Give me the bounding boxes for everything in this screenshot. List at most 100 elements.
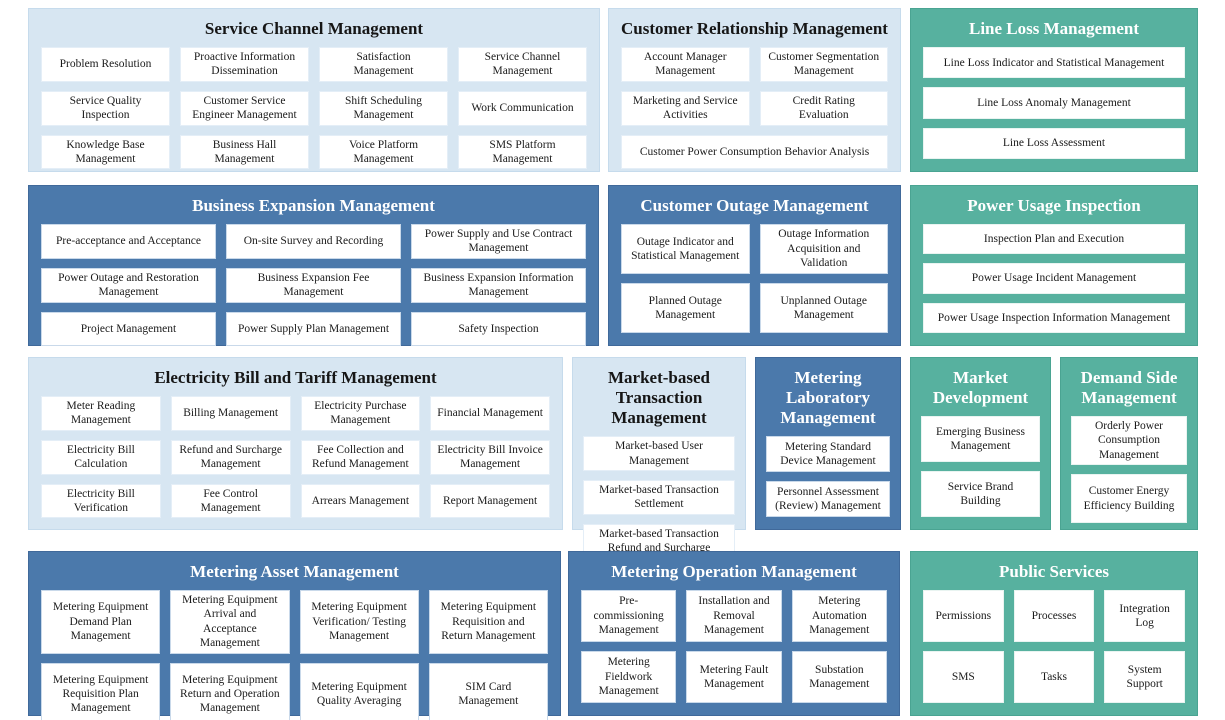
module-item: Personnel Assessment (Review) Management [766,481,890,517]
panel-title: Metering Operation Management [611,562,857,581]
module-item: Metering Equipment Quality Averaging [299,662,419,720]
module-item: Work Communication [458,90,587,126]
module-item: Metering Equipment Requisition Plan Mana… [41,662,161,720]
panel-business-expansion-management: Business Expansion Management Pre-accept… [28,185,599,347]
panel-items: Pre-acceptance and Acceptance On-site Sur… [41,224,586,347]
module-item: Power Usage Inspection Information Manag… [923,302,1185,333]
panel-title: Electricity Bill and Tariff Management [154,368,437,387]
module-item: Financial Management [430,396,550,431]
module-item: Proactive Information Dissemination [180,47,309,82]
module-item: Outage Information Acquisition and Valid… [759,224,888,275]
module-item: Processes [1013,590,1095,643]
module-item: Power Outage and Restoration Management [41,267,216,303]
module-item: Planned Outage Management [621,283,750,333]
module-item: Metering Equipment Arrival and Acceptanc… [170,590,290,654]
module-item: Substation Management [791,651,887,703]
module-item: Customer Service Engineer Management [180,90,309,126]
panel-title: Line Loss Management [969,19,1139,38]
module-item: Account Manager Management [621,47,750,82]
module-item: Emerging Business Management [921,416,1040,463]
panel-title: Customer Outage Management [640,196,869,215]
module-item: Problem Resolution [41,47,170,82]
module-item: Billing Management [170,396,291,431]
module-item: Market-based Transaction Settlement [583,479,735,515]
panel-items: Meter Reading Management Billing Manageme… [41,396,550,519]
module-item: Power Supply and Use Contract Management [411,224,586,259]
module-item: Knowledge Base Management [41,134,170,170]
module-item: Outage Indicator and Statistical Managem… [621,224,750,275]
module-item: Business Hall Management [180,134,309,170]
panel-electricity-bill-and-tariff-management: Electricity Bill and Tariff Management M… [28,357,563,530]
panel-service-channel-management: Service Channel Management Problem Resol… [28,8,600,172]
panel-title: Public Services [998,562,1109,581]
panel-title: Power Usage Inspection [967,196,1141,215]
module-item: Metering Equipment Requisition and Retur… [428,590,548,654]
module-item: Arrears Management [300,483,421,519]
panel-title: Market-based Transaction Management [608,368,710,428]
panel-customer-relationship-management: Customer Relationship Management Account… [608,8,901,172]
module-item: Metering Fieldwork Management [581,651,677,703]
module-item: Marketing and Service Activities [621,90,750,126]
panel-line-loss-management: Line Loss Management Line Loss Indicator… [910,8,1198,172]
panel-title: Demand Side Management [1080,368,1178,408]
module-item: Electricity Purchase Management [300,396,421,431]
panel-metering-asset-management: Metering Asset Management Metering Equip… [28,551,561,720]
module-item: Voice Platform Management [319,134,448,170]
module-item: Shift Scheduling Management [319,90,448,126]
module-item: Service Quality Inspection [41,90,170,126]
module-item: Market-based User Management [583,436,735,471]
panel-title: Metering Asset Management [190,562,399,581]
panel-demand-side-management: Demand Side Management Orderly Power Con… [1060,357,1198,530]
module-item: Metering Automation Management [791,590,887,643]
module-item: Service Channel Management [458,47,587,82]
module-item: Customer Energy Efficiency Building [1071,474,1187,524]
module-item: Line Loss Anomaly Management [923,87,1185,119]
module-item: Pre-acceptance and Acceptance [41,224,216,259]
panel-title: Market Development [932,368,1029,408]
panel-title: Metering Laboratory Management [780,368,876,428]
module-item: Customer Segmentation Management [759,47,888,82]
module-item: Pre-commissioning Management [581,590,677,643]
module-item: Project Management [41,311,216,347]
module-item: Unplanned Outage Management [759,283,888,333]
module-item: Credit Rating Evaluation [759,90,888,126]
module-item: Metering Standard Device Management [766,436,890,473]
module-item: Satisfaction Management [319,47,448,82]
panel-title: Service Channel Management [204,19,424,38]
panel-items: Problem Resolution Proactive Information … [41,47,587,170]
panel-market-development: Market Development Emerging Business Man… [910,357,1051,530]
panel-metering-laboratory-management: Metering Laboratory Management Metering … [755,357,901,530]
panel-items: Metering Equipment Demand Plan Managemen… [41,590,548,720]
module-item: Electricity Bill Invoice Management [430,439,550,475]
module-item: Installation and Removal Management [686,590,782,643]
module-item: On-site Survey and Recording [226,224,401,259]
module-item: Power Supply Plan Management [226,311,401,347]
module-item: Line Loss Indicator and Statistical Mana… [923,47,1185,79]
module-item: Integration Log [1104,590,1185,643]
module-item: Refund and Surcharge Management [170,439,291,475]
panel-items: Line Loss Indicator and Statistical Mana… [923,47,1185,159]
module-item: Meter Reading Management [41,396,161,431]
panel-metering-operation-management: Metering Operation Management Pre-commis… [568,551,900,716]
panel-market-based-transaction-management: Market-based Transaction Management Mark… [572,357,746,559]
module-item: Inspection Plan and Execution [923,224,1185,255]
module-item: Business Expansion Information Managemen… [411,267,586,303]
module-item: Permissions [923,590,1004,643]
module-item: SMS Platform Management [458,134,587,170]
module-item: Metering Fault Management [686,651,782,703]
module-item: Safety Inspection [411,311,586,347]
module-item: Line Loss Assessment [923,127,1185,159]
panel-items: Account Manager Management Customer Segme… [621,47,888,170]
module-item: Fee Collection and Refund Management [300,439,421,475]
module-item: Electricity Bill Verification [41,483,161,519]
module-item: Fee Control Management [170,483,291,519]
module-item: Metering Equipment Return and Operation … [170,662,290,720]
module-item: Customer Power Consumption Behavior Anal… [621,134,888,170]
